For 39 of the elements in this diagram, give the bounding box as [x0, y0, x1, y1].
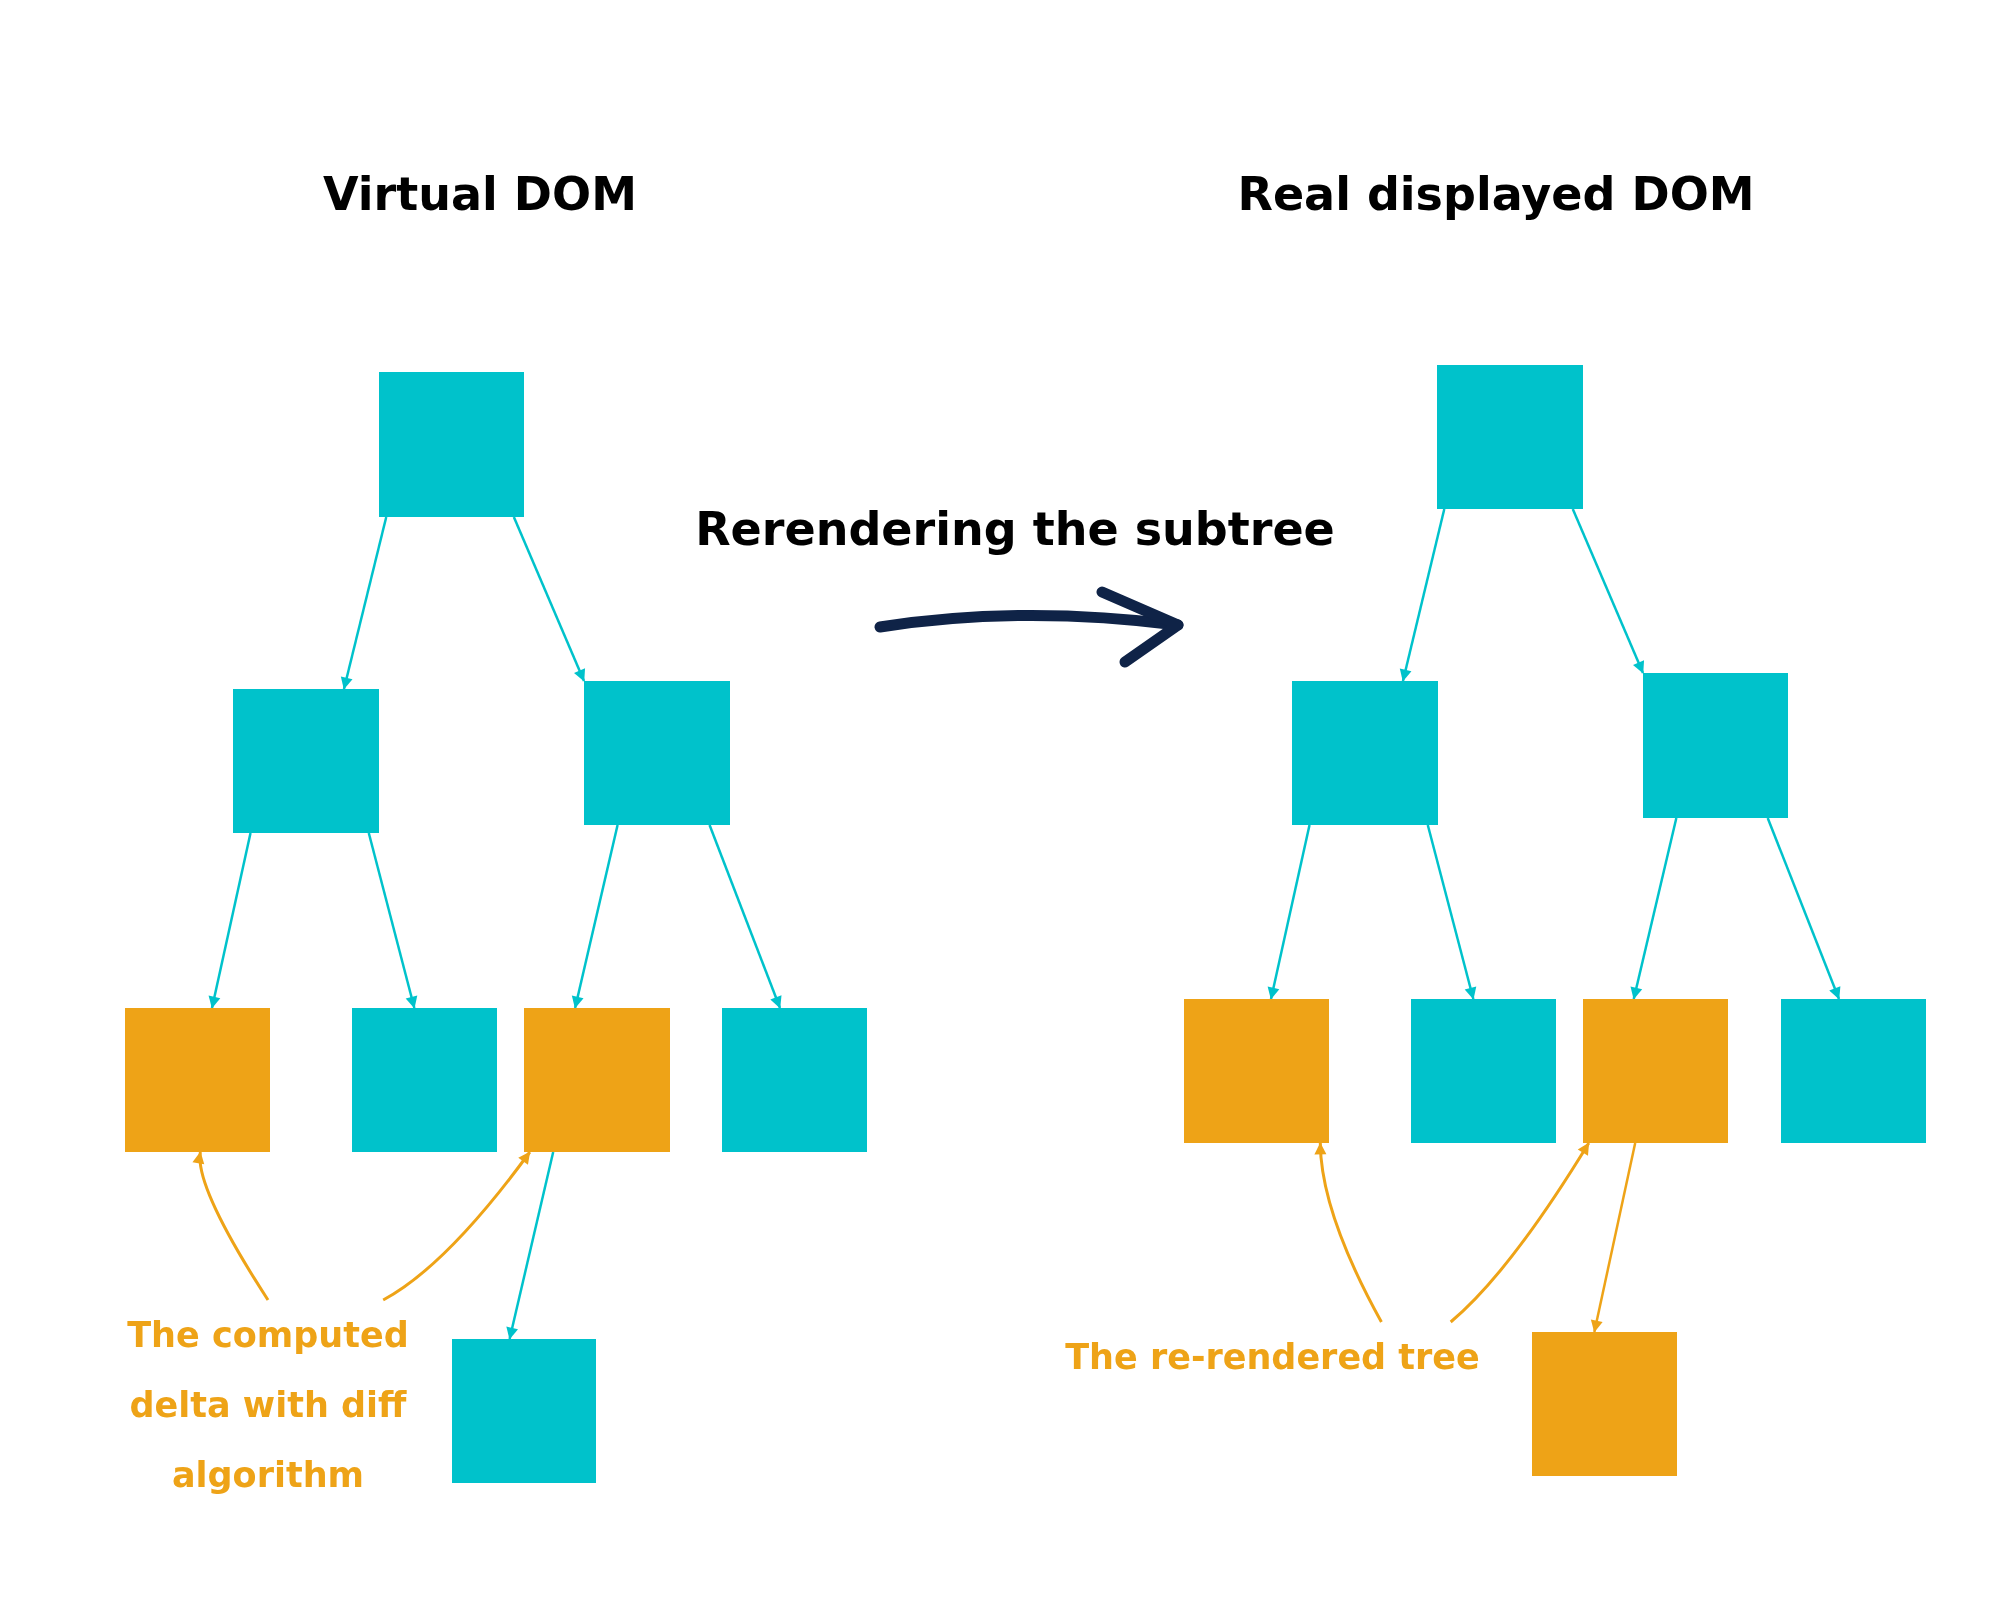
tree-node	[722, 1008, 867, 1152]
heading: Virtual DOM	[323, 166, 637, 223]
arrow	[1766, 817, 1841, 1000]
leader-arrow	[193, 1151, 270, 1301]
arrow	[571, 824, 619, 1009]
heading: Real displayed DOM	[1237, 166, 1755, 223]
annotation-text: The computed delta with diff algorithm	[126, 1314, 410, 1497]
tree-node	[1292, 681, 1438, 825]
leader-arrow	[1314, 1142, 1383, 1323]
tree-node	[1437, 365, 1583, 509]
arrow	[340, 516, 388, 690]
tree-node	[1532, 1332, 1677, 1476]
tree-node	[1643, 673, 1788, 818]
tree-node	[1583, 999, 1728, 1143]
arrow	[367, 832, 418, 1009]
arrow	[1267, 824, 1311, 1000]
arrow	[1426, 824, 1477, 1000]
annotation-text: The re-rendered tree	[1065, 1336, 1480, 1379]
arrow	[1571, 508, 1645, 674]
tree-node	[1411, 999, 1556, 1143]
arrow	[506, 1151, 555, 1340]
arrow	[1399, 508, 1446, 682]
tree-node	[125, 1008, 270, 1152]
leader-arrow	[382, 1151, 532, 1302]
leader-arrow	[1449, 1142, 1591, 1324]
arrow	[708, 824, 782, 1009]
tree-node	[379, 372, 524, 517]
tree-node	[233, 689, 379, 833]
tree-node	[1781, 999, 1926, 1143]
tree-node	[452, 1339, 596, 1483]
tree-node	[524, 1008, 670, 1152]
arrow	[1590, 1142, 1637, 1333]
tree-node	[1184, 999, 1329, 1143]
arrow	[512, 516, 586, 682]
arrow	[208, 832, 252, 1009]
tree-node	[584, 681, 730, 825]
arrow	[1630, 817, 1678, 1000]
arrow-label: Rerendering the subtree	[695, 501, 1335, 558]
tree-node	[352, 1008, 497, 1152]
